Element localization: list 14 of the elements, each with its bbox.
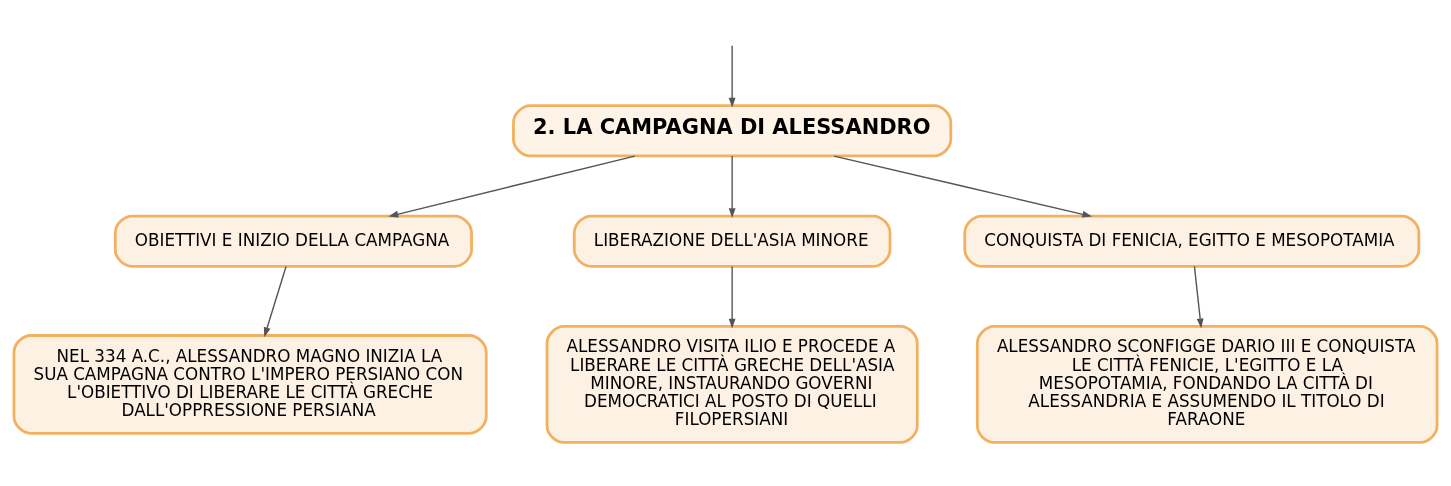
node-box: ALESSANDRO VISITA ILIO E PROCEDE A LIBERARE LE CITTÀ GRECHE DELL'ASIA MINORE, INSTAURANDO GOVERNI DEMOCRATICI AL POSTO DI QUELLI FILOPERSIANI <box>545 324 919 444</box>
node-box: LIBERAZIONE DELL'ASIA MINORE <box>572 214 892 268</box>
arrow <box>388 154 636 217</box>
node-box: CONQUISTA DI FENICIA, EGITTO E MESOPOTAMIA <box>963 214 1421 268</box>
node-box: NEL 334 A.C., ALESSANDRO MAGNO INIZIA LA SUA CAMPAGNA CONTRO L'IMPERO PERSIANO CON L'OBIETTIVO DI LIBERARE LE CITTÀ GRECHE DALL'OPPRESSIONE PERSIANA <box>12 333 488 435</box>
arrow <box>1193 265 1204 328</box>
arrow <box>833 154 1093 218</box>
arrow <box>728 265 736 328</box>
arrow <box>728 154 736 218</box>
node-box: OBIETTIVI E INIZIO DELLA CAMPAGNA <box>113 214 473 268</box>
node-box: ALESSANDRO SCONFIGGE DARIO III E CONQUISTA LE CITTÀ FENICIE, L'EGITTO E LA MESOPOTAMIA, FONDANDO LA CITTÀ DI ALESSANDRIA E ASSUMENDO IL TITOLO DI FARAONE <box>975 324 1439 444</box>
arrow <box>728 44 736 107</box>
node-box: 2. LA CAMPAGNA DI ALESSANDRO <box>512 103 953 157</box>
arrow <box>263 265 287 337</box>
